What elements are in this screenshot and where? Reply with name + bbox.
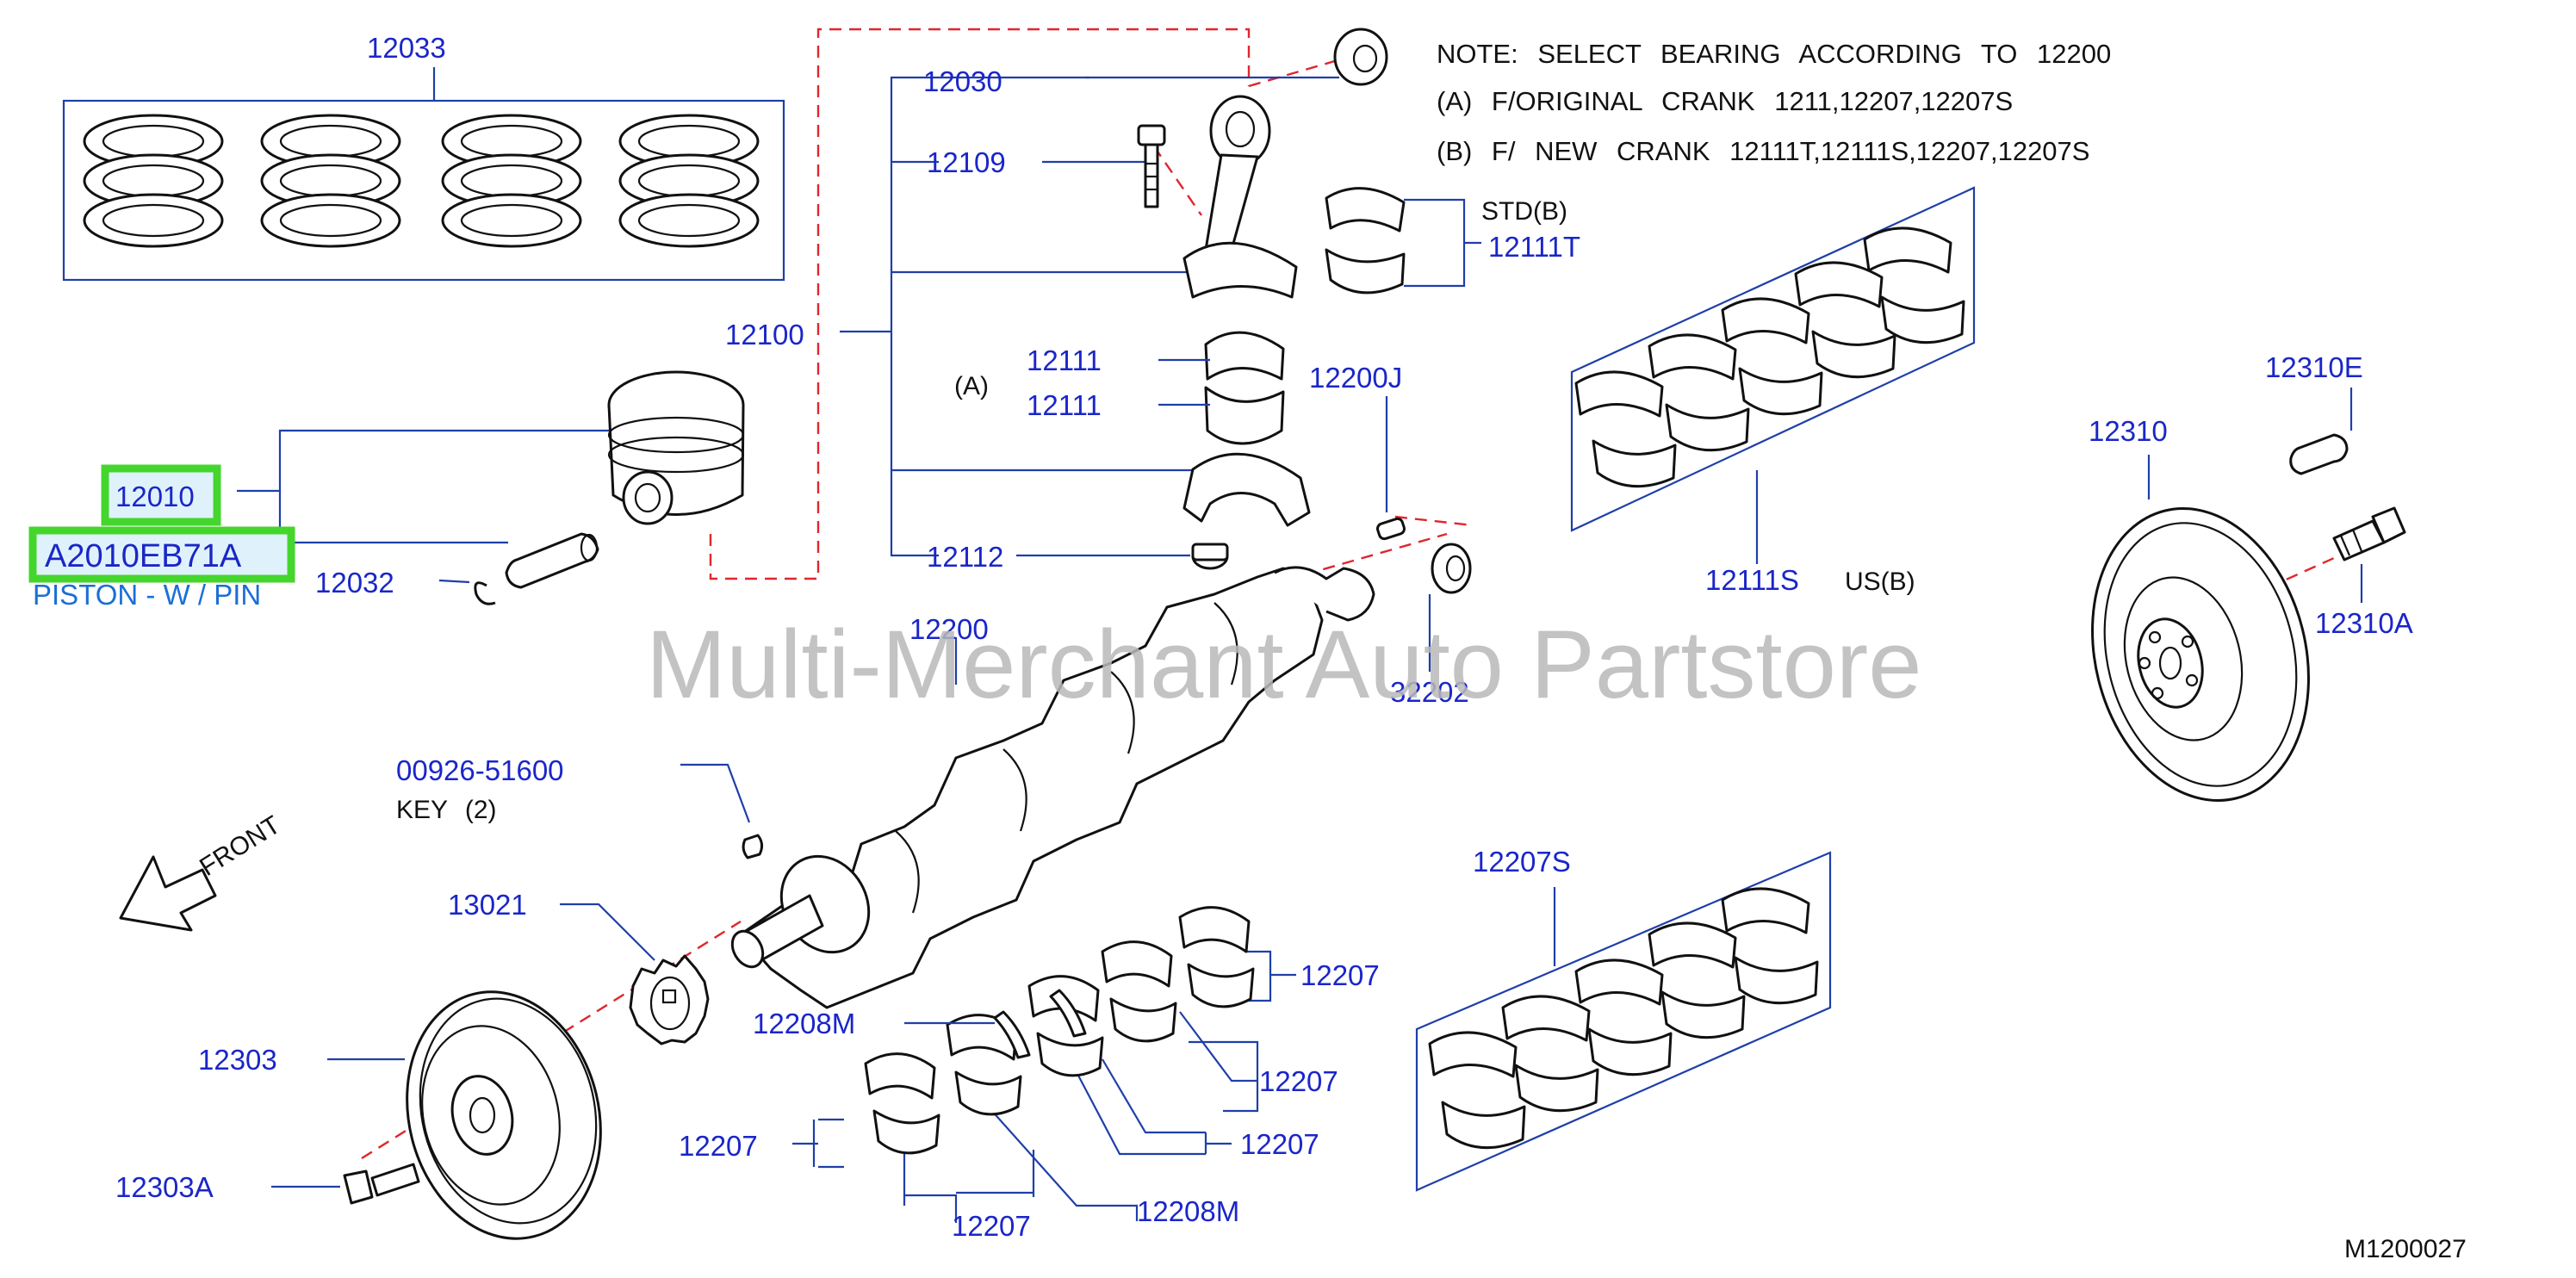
piston[interactable] — [237, 370, 745, 544]
rod-bolt[interactable] — [1137, 124, 1166, 208]
label-12303[interactable]: 12303 — [198, 1044, 277, 1076]
label-00926-51600[interactable]: 00926-51600 — [396, 754, 564, 786]
label-12100[interactable]: 12100 — [725, 319, 804, 351]
bearing-row-bottom — [1592, 295, 1965, 488]
bearing-row-top — [1428, 887, 1810, 1078]
label-12207-c[interactable]: 12207 — [1240, 1128, 1319, 1160]
bearing-stack-lower — [872, 963, 1255, 1155]
label-group-a: (A) — [954, 372, 989, 400]
rod-bearing-lower[interactable] — [1204, 386, 1285, 445]
label-front: FRONT — [195, 810, 285, 882]
label-12310[interactable]: 12310 — [2089, 415, 2168, 447]
bearing-row-top — [1574, 226, 1952, 418]
label-12111T[interactable]: 12111T — [1488, 231, 1580, 263]
ring-stack-2 — [260, 114, 401, 248]
main-bearings-12207[interactable] — [792, 906, 1296, 1223]
thrust-washers-12208M — [993, 989, 1087, 1059]
front-direction-arrow — [119, 855, 217, 932]
label-32202[interactable]: 32202 — [1390, 676, 1469, 708]
note-line-1: NOTE: SELECT BEARING ACCORDING TO 12200 — [1437, 39, 2111, 69]
label-12030[interactable]: 12030 — [923, 65, 1002, 97]
flywheel-dowel[interactable] — [2289, 388, 2353, 475]
label-std-b: STD(B) — [1481, 197, 1567, 226]
bearing-group-12111T[interactable] — [1325, 187, 1481, 295]
crankshaft[interactable] — [726, 566, 1375, 1009]
label-12200[interactable]: 12200 — [909, 613, 989, 645]
bearing-set-12207S[interactable] — [1415, 851, 1832, 1192]
diagram-code: M1200027 — [2344, 1235, 2467, 1263]
woodruff-key[interactable] — [680, 763, 764, 859]
label-12111-lower[interactable]: 12111 — [1027, 389, 1102, 421]
piston-rings-set[interactable] — [62, 67, 785, 282]
highlight-12010 — [101, 464, 221, 526]
bearing-stack-upper — [864, 906, 1251, 1100]
label-12303A[interactable]: 12303A — [115, 1171, 214, 1203]
label-12207-e[interactable]: 12207 — [952, 1210, 1031, 1242]
label-12207-a[interactable]: 12207 — [1300, 959, 1380, 991]
label-12109[interactable]: 12109 — [927, 146, 1006, 178]
label-key: KEY (2) — [396, 796, 497, 824]
label-12033[interactable]: 12033 — [367, 32, 446, 64]
pilot-pin[interactable] — [1376, 396, 1406, 541]
rod-nut[interactable] — [1191, 543, 1229, 570]
bearing-set-12111S[interactable] — [1570, 186, 1976, 564]
note-line-2: (A) F/ORIGINAL CRANK 1211,12207,12207S — [1437, 86, 2013, 116]
label-12010[interactable]: 12010 — [115, 481, 195, 512]
rod-cap[interactable] — [1182, 452, 1311, 527]
connecting-rod-assembly[interactable] — [840, 28, 1388, 570]
piston-pin[interactable] — [505, 532, 599, 589]
ring-stack-1 — [83, 114, 224, 248]
connecting-rod[interactable] — [1182, 95, 1298, 299]
label-12200J[interactable]: 12200J — [1309, 362, 1402, 394]
label-12207S[interactable]: 12207S — [1473, 846, 1571, 878]
watermark: Multi-Merchant Auto Partstore — [646, 611, 1921, 718]
label-13021[interactable]: 13021 — [448, 889, 527, 921]
bearing-row-bottom — [1441, 956, 1819, 1150]
crank-pulley[interactable] — [327, 971, 626, 1260]
crank-sprocket[interactable] — [560, 903, 710, 1045]
flywheel[interactable] — [2063, 455, 2338, 823]
label-piston-description: PISTON - W / PIN — [33, 579, 261, 611]
pulley-bolt[interactable] — [271, 1163, 420, 1205]
snap-ring[interactable] — [438, 579, 496, 605]
label-12310A[interactable]: 12310A — [2315, 607, 2413, 639]
label-A2010EB71A[interactable]: A2010EB71A — [45, 538, 242, 574]
flywheel-bolt[interactable] — [2332, 506, 2406, 603]
label-us-b: US(B) — [1845, 568, 1915, 596]
label-12310E[interactable]: 12310E — [2265, 351, 2363, 383]
ring-stack-4 — [618, 114, 760, 248]
label-12112[interactable]: 12112 — [927, 541, 1003, 573]
label-12111S[interactable]: 12111S — [1705, 564, 1799, 596]
label-12208M-b[interactable]: 12208M — [1137, 1195, 1239, 1227]
label-12111-upper[interactable]: 12111 — [1027, 344, 1102, 376]
rod-bearing-upper[interactable] — [1204, 331, 1285, 381]
highlight-A2010EB71A — [28, 526, 295, 583]
pilot-bushing[interactable] — [1428, 543, 1472, 672]
small-end-bush[interactable] — [1333, 28, 1388, 86]
label-12208M-a[interactable]: 12208M — [753, 1008, 855, 1039]
label-12207-b[interactable]: 12207 — [1259, 1065, 1338, 1097]
ring-stack-3 — [441, 114, 582, 248]
label-12207-d[interactable]: 12207 — [679, 1130, 758, 1162]
label-12032[interactable]: 12032 — [315, 567, 394, 599]
note-line-3: (B) F/ NEW CRANK 12111T,12111S,12207,122… — [1437, 136, 2089, 166]
